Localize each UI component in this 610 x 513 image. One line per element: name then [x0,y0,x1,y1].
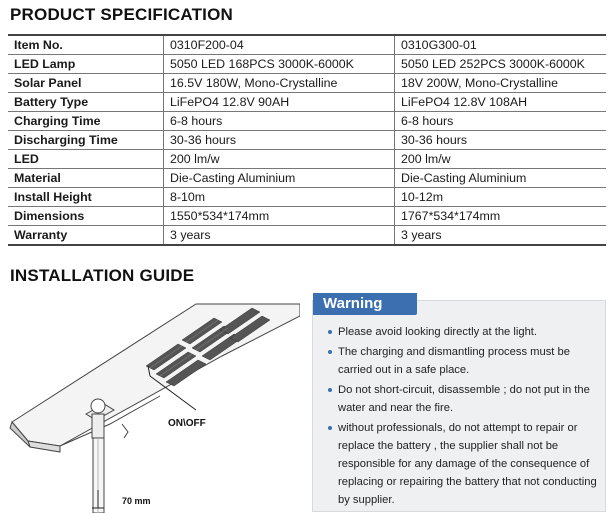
spec-value-a: 8-10m [163,187,395,207]
warning-text: Do not short-circuit, disassemble ; do n… [338,384,590,414]
frame-edge [59,395,161,447]
spec-label: Item No. [8,34,164,55]
spec-label: Solar Panel [8,73,164,93]
spec-value-b: 1767*534*174mm [394,206,606,226]
spec-value-a: 1550*534*174mm [163,206,395,226]
spec-value-a: 6-8 hours [163,111,395,131]
spec-label: Charging Time [8,111,164,131]
spec-value-b: 6-8 hours [394,111,606,131]
warning-item: Please avoid looking directly at the lig… [326,323,600,341]
warning-title: Warning [313,293,417,315]
spec-title: PRODUCT SPECIFICATION [10,5,234,24]
pole-bracket [85,398,129,439]
spec-label: Material [8,168,164,188]
led-grid [149,319,229,377]
led-modules [145,307,271,387]
warning-item: Do not short-circuit, disassemble ; do n… [326,381,600,417]
spec-value-a: LiFePO4 12.8V 90AH [163,92,395,112]
spec-value-a: Die-Casting Aluminium [163,168,395,188]
spec-value-b: 10-12m [394,187,606,207]
spec-value-b: 0310G300-01 [394,34,606,55]
warning-text: without professionals, do not attempt to… [338,422,597,506]
pole-dimension-line [92,490,104,509]
spec-value-a: 200 lm/w [163,149,395,169]
bullet-icon [328,330,332,334]
spec-value-b: 30-36 hours [394,130,606,150]
spec-value-a: 16.5V 180W, Mono-Crystalline [163,73,395,93]
spec-value-a: 5050 LED 168PCS 3000K-6000K [163,54,395,74]
spec-value-a: 0310F200-04 [163,34,395,55]
guide-title: INSTALLATION GUIDE [10,266,195,285]
spec-label: Install Height [8,187,164,207]
pole-dimension-label: 70 mm [122,496,151,506]
spec-value-b: Die-Casting Aluminium [394,168,606,188]
spec-value-b: 5050 LED 252PCS 3000K-6000K [394,54,606,74]
warning-item: The charging and dismantling process mus… [326,343,600,379]
spec-value-b: 3 years [394,225,606,246]
spec-value-a: 3 years [163,225,395,246]
spec-label: Battery Type [8,92,164,112]
spec-label: LED Lamp [8,54,164,74]
warning-item: without professionals, do not attempt to… [326,419,600,509]
warning-list: Please avoid looking directly at the lig… [326,323,600,511]
spec-label: Warranty [8,225,164,246]
spec-label: LED [8,149,164,169]
switch-label: ON\OFF [168,418,206,429]
warning-panel [312,300,606,512]
warning-text: Please avoid looking directly at the lig… [338,326,538,338]
warning-text: The charging and dismantling process mus… [338,346,570,376]
spec-label: Discharging Time [8,130,164,150]
bullet-icon [328,426,332,430]
spec-value-b: LiFePO4 12.8V 108AH [394,92,606,112]
spec-value-a: 30-36 hours [163,130,395,150]
spec-value-b: 200 lm/w [394,149,606,169]
switch-pointer [147,365,197,411]
street-light-illustration: ON\OFF 70 mm [9,303,300,513]
bullet-icon [328,350,332,354]
spec-value-b: 18V 200W, Mono-Crystalline [394,73,606,93]
bullet-icon [328,388,332,392]
spec-label: Dimensions [8,206,164,226]
